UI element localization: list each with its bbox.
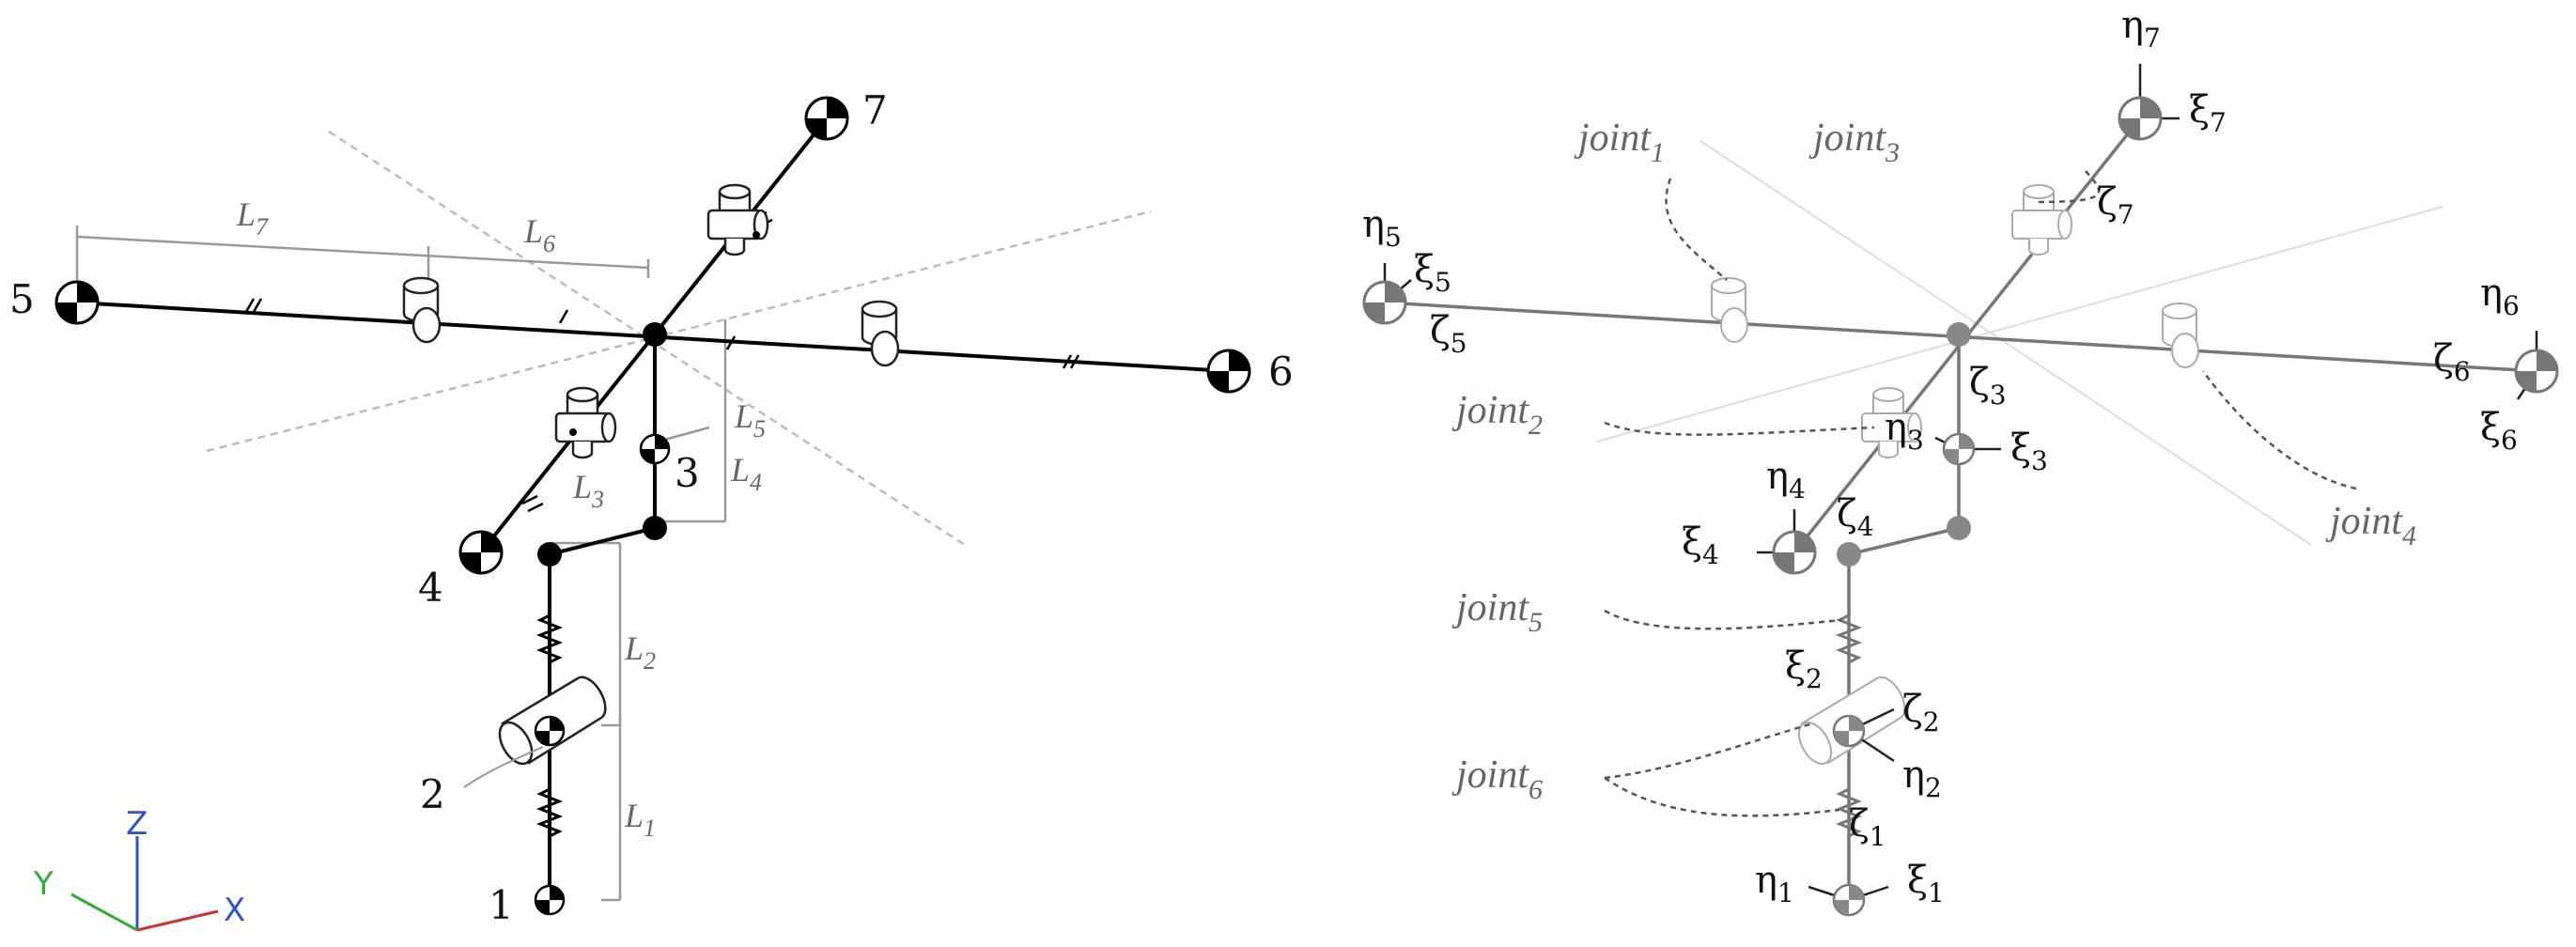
- length-label-L2: L2: [624, 629, 656, 675]
- hinge-joint-icon: [1711, 277, 1748, 343]
- joint-labels: joint1 joint3 joint2 joint4 joint5 joint…: [1451, 116, 2416, 805]
- xi3-label: ξ3: [2010, 427, 2048, 476]
- zeta4-label: ζ4: [1837, 492, 1874, 542]
- zeta1-label: ζ1: [1849, 802, 1886, 852]
- node-4-frame-icon: [1772, 530, 1817, 575]
- node-7-frame-icon: [2118, 96, 2163, 141]
- node-4-mass-icon: [458, 530, 504, 575]
- length-label-L6: L6: [523, 212, 555, 257]
- node-4-label: 4: [418, 565, 443, 611]
- y-axis-line: [70, 893, 138, 932]
- hinge-joint-icon: [2162, 303, 2199, 368]
- spring-lower: [535, 784, 564, 841]
- z-axis-label: Z: [126, 805, 147, 843]
- eta1-label: η1: [1755, 859, 1794, 908]
- reference-faint-lines: [1596, 140, 2444, 546]
- node-1-frame-icon: [1832, 883, 1866, 917]
- zeta2-label: ζ2: [1902, 688, 1940, 737]
- xi4-label: ξ4: [1682, 520, 1719, 570]
- zeta7-label: ζ7: [2097, 180, 2134, 230]
- spring-upper: [535, 611, 564, 667]
- node-1-mass-icon: [534, 884, 566, 916]
- joint-6-label: joint6: [1451, 753, 1543, 805]
- length-label-L1: L1: [624, 797, 656, 842]
- eta2-label: η2: [1902, 753, 1942, 803]
- node-5-mass-icon: [54, 280, 100, 325]
- joint-3-label: joint3: [1808, 116, 1900, 168]
- y-axis-label: Y: [33, 865, 54, 903]
- leader-node-2: [463, 746, 544, 788]
- xi1-label: ξ1: [1907, 859, 1945, 908]
- eta5-label: η5: [1362, 203, 1402, 253]
- joint-5-label: joint5: [1451, 586, 1543, 638]
- joint-4-label: joint4: [2325, 500, 2416, 551]
- universal-joint-icon: [706, 183, 769, 256]
- length-label-L4: L4: [730, 451, 762, 496]
- node-2-label: 2: [420, 771, 445, 817]
- slash-marks: [244, 210, 1080, 513]
- length-label-L7: L7: [236, 195, 269, 241]
- link-dots-gray: [1837, 322, 1971, 567]
- eta4-label: η4: [1766, 455, 1806, 505]
- node-3-label: 3: [675, 450, 700, 496]
- joint-leaders: [1604, 170, 2357, 817]
- node-1-label: 1: [489, 882, 514, 928]
- xi6-label: ξ6: [2480, 406, 2518, 456]
- joint-1-label: joint1: [1574, 116, 1665, 168]
- node-7-label: 7: [862, 87, 888, 133]
- node-2-mass-icon: [534, 715, 566, 747]
- x-axis-line: [136, 909, 219, 932]
- node-2-frame-icon: [1832, 714, 1866, 748]
- skeleton-links: [76, 116, 1230, 900]
- node-3-frame-icon: [1942, 432, 1976, 466]
- link-3-2: [549, 526, 656, 556]
- reference-dashed-lines: [206, 130, 1152, 549]
- xi2-label: ξ2: [1785, 644, 1823, 694]
- frame-labels: η5 ξ5 ζ5 η6 ζ6 ξ6 η7 ξ7 ζ7 η3 ζ3 ξ3 η4 ξ…: [1362, 4, 2520, 908]
- hinge-joint-icon: [402, 276, 442, 344]
- link-dots: [537, 231, 760, 567]
- eta7-label: η7: [2121, 4, 2161, 54]
- node-labels: 5 6 7 4 3 2 1: [9, 87, 1294, 928]
- springs-gray: [1835, 611, 1863, 841]
- node-7-mass-icon: [804, 96, 849, 141]
- node-6-frame-icon: [2514, 349, 2559, 394]
- zeta5-label: ζ5: [1430, 309, 1467, 359]
- xi7-label: ξ7: [2189, 88, 2227, 138]
- local-frames: [1383, 64, 2538, 902]
- right-diagram: joint1 joint3 joint2 joint4 joint5 joint…: [1362, 4, 2559, 917]
- node-6-label: 6: [1268, 349, 1294, 395]
- length-labels: L2 L1 L3 L4 L5 L6 L7: [236, 195, 766, 842]
- coordinate-triad: Z X Y: [33, 805, 245, 932]
- node-5-frame-icon: [1362, 280, 1407, 325]
- node-5-label: 5: [9, 276, 35, 322]
- joint-2-label: joint2: [1451, 389, 1543, 441]
- xi5-label: ξ5: [1414, 248, 1451, 298]
- universal-joint-icon: [2011, 184, 2072, 256]
- eta3-label: η3: [1885, 406, 1924, 456]
- eta6-label: η6: [2480, 272, 2520, 321]
- springs: [535, 611, 564, 841]
- hinge-joint-icon: [861, 300, 900, 367]
- length-label-L3: L3: [572, 468, 604, 513]
- node-6-mass-icon: [1206, 349, 1251, 394]
- x-axis-label: X: [224, 892, 245, 929]
- left-diagram: 5 6 7 4 3 2 1 L2 L1 L3 L4 L5 L6 L7 Z X Y: [9, 87, 1294, 932]
- length-label-L5: L5: [734, 397, 766, 442]
- zeta6-label: ζ6: [2433, 337, 2471, 387]
- node-3-mass-icon: [639, 433, 671, 465]
- zeta3-label: ζ3: [1969, 361, 2007, 411]
